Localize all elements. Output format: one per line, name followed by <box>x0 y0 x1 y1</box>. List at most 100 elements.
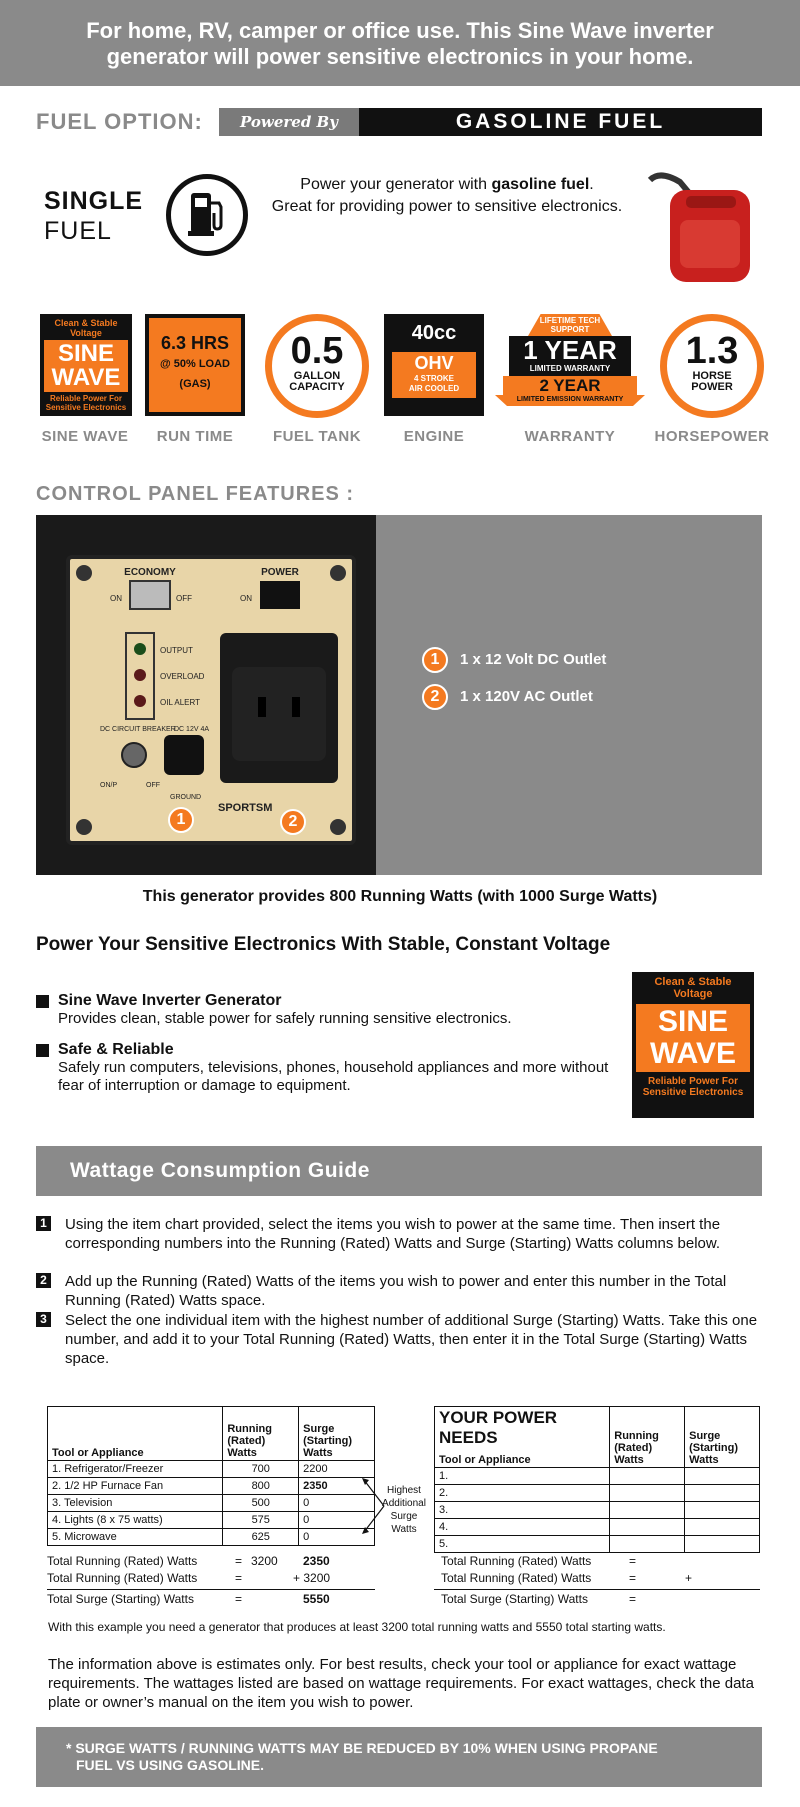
dc-off-label: OFF <box>146 782 160 789</box>
guide-step-1: 1 Using the item chart provided, select … <box>36 1215 760 1253</box>
cell-running[interactable] <box>609 1518 686 1536</box>
fuel-tank-label: CAPACITY <box>289 381 345 393</box>
table-row: 3. <box>433 1501 760 1519</box>
cell-tool: 4. <box>433 1518 611 1536</box>
totals-row-3: Total Surge (Starting) Watts = 5550 <box>47 1591 375 1608</box>
your-total-running-eq-2: = <box>629 1571 637 1585</box>
sine-wave-badge-top: Clean & Stable Voltage <box>54 318 118 338</box>
cell-running[interactable] <box>609 1501 686 1519</box>
caption-horsepower: HORSEPOWER <box>654 428 770 445</box>
engine-ohv: OHV <box>392 352 476 374</box>
brand-label: SPORTSM <box>218 802 272 814</box>
warranty-tech-support: LIFETIME TECH SUPPORT <box>528 314 612 336</box>
warranty-emission: LIMITED EMISSION WARRANTY <box>495 395 645 406</box>
run-time-value: 6.3 HRS <box>160 333 230 353</box>
total-running-eq-2: = <box>235 1571 243 1585</box>
warranty-1-year: 1 YEAR <box>509 336 631 364</box>
feature-description: Safely run computers, televisions, phone… <box>58 1059 609 1094</box>
engine-cc: 40cc <box>411 322 457 344</box>
engine-cooling: AIR COOLED <box>408 384 460 393</box>
guide-step-3: 3 Select the one individual item with th… <box>36 1311 760 1368</box>
your-total-plus: + <box>685 1571 693 1585</box>
power-label: POWER <box>261 567 300 578</box>
run-time-inner: 6.3 HRS @ 50% LOAD (GAS) <box>149 318 241 412</box>
total-running-value-2: + 3200 <box>293 1571 331 1585</box>
caption-sine-wave: SINE WAVE <box>41 428 129 445</box>
overload-label: OVERLOAD <box>160 672 205 681</box>
output-label: OUTPUT <box>160 646 193 655</box>
cell-tool: 2. <box>433 1484 611 1502</box>
total-running-label-2: Total Running (Rated) Watts <box>47 1571 198 1585</box>
fuel-option-row: FUEL OPTION: Powered By GASOLINE FUEL <box>36 108 762 136</box>
highest-surge-arrows <box>362 1478 385 1534</box>
cell-surge[interactable] <box>684 1535 760 1553</box>
your-total-running-eq: = <box>629 1554 637 1568</box>
totals-divider-left <box>47 1589 375 1590</box>
cell-running[interactable] <box>609 1484 686 1502</box>
fuel-desc-post: . <box>589 176 594 193</box>
outlet-2-number-icon: 2 <box>422 684 448 711</box>
highest-surge-note: Highest Additional Surge Watts <box>382 1485 426 1535</box>
engine-stroke: 4 STROKE <box>413 374 454 383</box>
cell-surge[interactable] <box>684 1501 760 1519</box>
example-totals: Total Running (Rated) Watts = 3200 2350 … <box>47 1553 375 1608</box>
fuel-description-line-2: Great for providing power to sensitive e… <box>271 198 623 215</box>
cell-running[interactable] <box>609 1535 686 1553</box>
cell-running: 500 <box>222 1494 300 1512</box>
wattage-guide-title: Wattage Consumption Guide <box>36 1146 762 1196</box>
horsepower-label-1: HORSE <box>692 370 732 382</box>
total-surge-eq: = <box>235 1592 243 1606</box>
feature-safe-reliable: Safe & Reliable Safely run computers, te… <box>36 1041 616 1095</box>
marker-2-num: 2 <box>280 809 306 835</box>
step-number-icon: 2 <box>36 1273 51 1288</box>
example-note: With this example you need a generator t… <box>48 1620 666 1634</box>
cell-surge[interactable] <box>684 1518 760 1536</box>
your-totals-row-2: Total Running (Rated) Watts = + <box>441 1570 761 1587</box>
economy-on-label: ON <box>110 594 122 603</box>
sine-wave-big-2: WAVE <box>51 364 121 391</box>
cell-running: 575 <box>222 1511 300 1529</box>
your-totals-row-1: Total Running (Rated) Watts = <box>441 1553 761 1570</box>
your-power-needs-title: YOUR POWER NEEDS <box>439 1408 558 1447</box>
caption-warranty: WARRANTY <box>524 428 616 445</box>
header-tool-label: Tool or Appliance <box>439 1454 531 1466</box>
caption-fuel-tank: FUEL TANK <box>272 428 362 445</box>
fuel-desc-bold: gasoline fuel <box>491 176 590 193</box>
example-wattage-table: Tool or Appliance Running (Rated) Watts … <box>46 1406 375 1546</box>
cell-surge[interactable] <box>684 1467 760 1485</box>
outlet-item-ac: 2 1 x 120V AC Outlet <box>422 684 593 711</box>
your-total-running-label: Total Running (Rated) Watts <box>441 1554 592 1568</box>
guide-step-2: 2 Add up the Running (Rated) Watts of th… <box>36 1272 760 1310</box>
step-text: Select the one individual item with the … <box>65 1312 758 1367</box>
cell-surge[interactable] <box>684 1484 760 1502</box>
fuel-option-label: FUEL OPTION: <box>36 109 203 134</box>
single-fuel-title: SINGLE FUEL <box>44 186 143 246</box>
your-totals: Total Running (Rated) Watts = Total Runn… <box>441 1553 761 1608</box>
dc-on-label: ON/P <box>100 782 117 789</box>
single-fuel-line-2: FUEL <box>44 217 112 245</box>
sine-wave-large-big-2: WAVE <box>649 1037 737 1070</box>
power-heading: Power Your Sensitive Electronics With St… <box>36 934 611 955</box>
total-surge-value: 5550 <box>303 1592 330 1606</box>
totals-row-1: Total Running (Rated) Watts = 3200 2350 <box>47 1553 375 1570</box>
outlet-2-label: 1 x 120V AC Outlet <box>460 688 593 705</box>
header-tool: YOUR POWER NEEDS Tool or Appliance <box>433 1406 611 1468</box>
fuel-description: Power your generator with gasoline fuel.… <box>252 174 642 218</box>
run-time-load: @ 50% LOAD <box>159 358 231 370</box>
horsepower-badge: 1.3 HORSE POWER <box>660 314 764 418</box>
sine-wave-badge-bottom: Reliable Power For Sensitive Electronics <box>45 394 127 412</box>
feature-title: Safe & Reliable <box>58 1041 174 1058</box>
cell-tool: 5. Microwave <box>46 1528 224 1546</box>
run-time-badge: 6.3 HRS @ 50% LOAD (GAS) <box>145 314 245 416</box>
cell-running[interactable] <box>609 1467 686 1485</box>
dc-breaker-label: DC CIRCUIT BREAKER <box>100 726 176 733</box>
economy-label: ECONOMY <box>124 567 176 578</box>
header-tool: Tool or Appliance <box>46 1406 224 1461</box>
table-row: 5. <box>433 1535 760 1553</box>
